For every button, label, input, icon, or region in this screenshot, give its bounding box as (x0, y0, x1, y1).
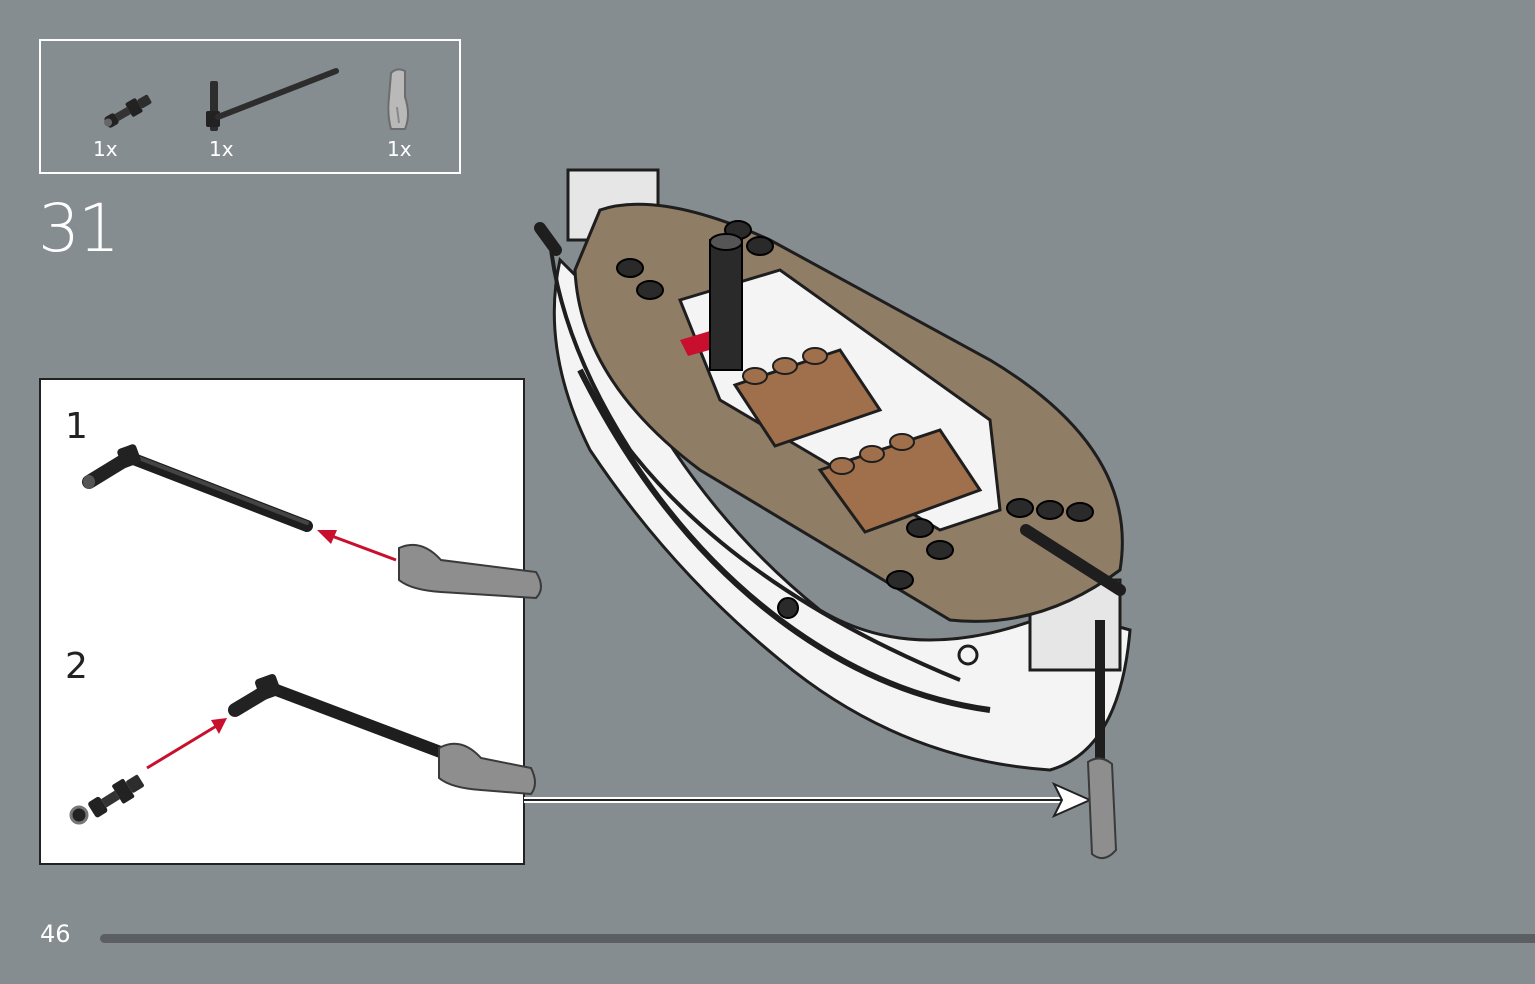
part-count-3: 1x (387, 137, 412, 161)
sub-step-1-illustration (82, 444, 542, 600)
sub-step-label-2: 2 (65, 646, 88, 687)
sub-step-label-1: 1 (65, 406, 88, 447)
parts-list-box: 1x 1x 1x (39, 39, 461, 174)
part-bar-with-clip-image (206, 68, 339, 131)
callout-arrow (524, 781, 1093, 819)
page-progress-bar (100, 934, 1535, 943)
part-axle-pin-image (104, 94, 152, 128)
part-count-2: 1x (209, 137, 234, 161)
part-count-1: 1x (93, 137, 118, 161)
boat-model-illustration (534, 168, 1132, 860)
page-number: 46 (40, 920, 71, 948)
part-oar-blade-image (387, 68, 409, 130)
step-number: 31 (38, 190, 120, 267)
sub-step-2-illustration (69, 674, 536, 825)
sub-assembly-box: 1 2 (39, 378, 542, 865)
